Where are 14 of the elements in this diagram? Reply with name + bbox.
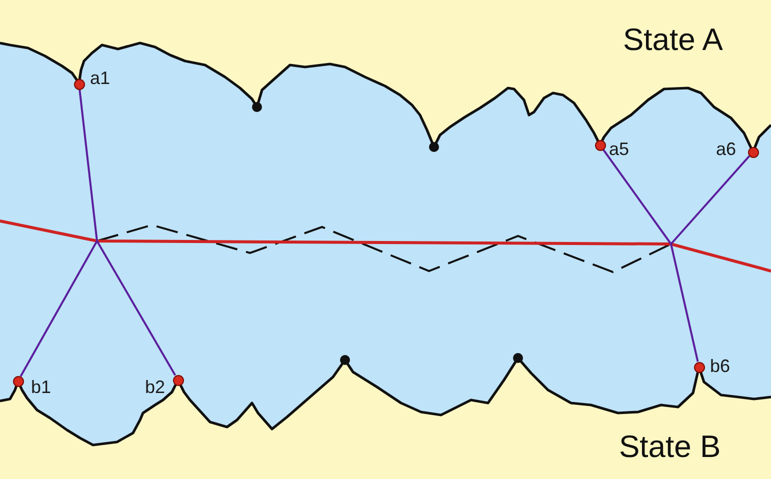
point-label: b2	[145, 378, 166, 396]
connector-line	[670, 155, 750, 245]
point-label: a1	[90, 69, 110, 87]
connector-line	[602, 148, 672, 245]
connector-line	[78, 89, 98, 242]
connector-line	[670, 244, 699, 362]
connector-line	[96, 240, 176, 376]
connector-line	[20, 240, 98, 377]
region-label: State B	[619, 431, 721, 462]
point-label: b1	[31, 378, 52, 396]
point-label: b6	[710, 357, 730, 375]
point-label: a6	[716, 140, 736, 158]
point-label: a5	[609, 140, 630, 158]
region-label: State A	[623, 24, 723, 55]
